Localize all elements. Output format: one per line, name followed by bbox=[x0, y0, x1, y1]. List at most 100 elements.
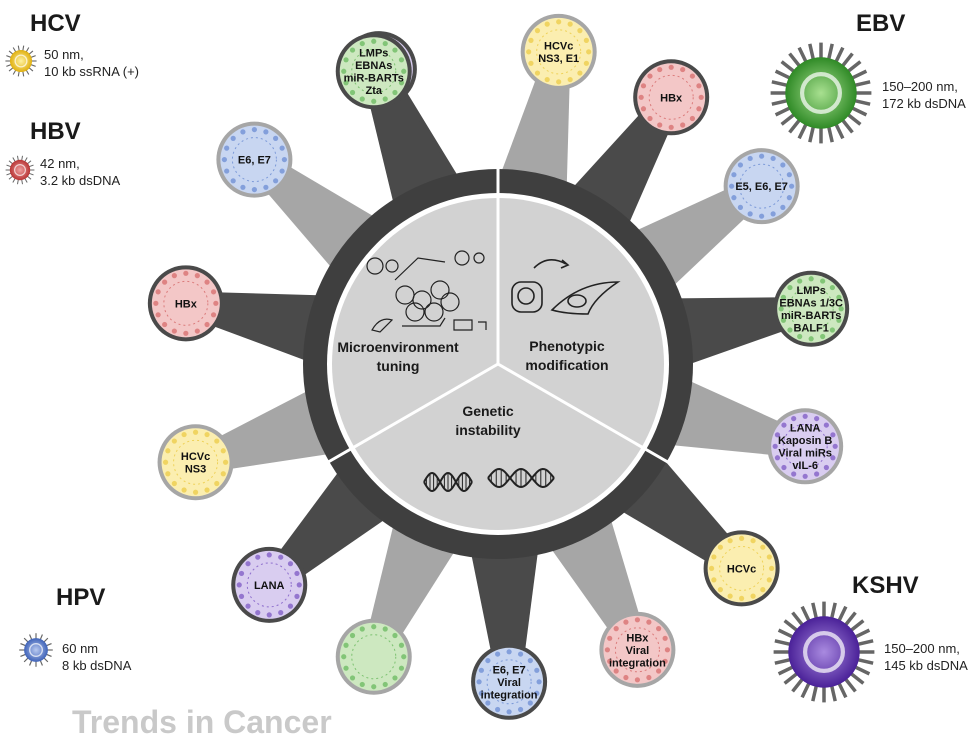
capsid-spike bbox=[401, 68, 407, 74]
capsid-spike bbox=[711, 577, 717, 583]
capsid-core bbox=[163, 280, 209, 326]
virion-spike bbox=[808, 125, 816, 143]
capsid-spike bbox=[162, 279, 168, 285]
bubble-virion bbox=[524, 17, 593, 86]
capsid-spike bbox=[760, 544, 766, 550]
capsid-spike bbox=[577, 70, 583, 76]
capsid-spike bbox=[349, 675, 356, 681]
capsid-spike bbox=[382, 681, 388, 688]
virion-spike bbox=[850, 69, 868, 80]
capsid-spike bbox=[567, 21, 573, 27]
virion-spike bbox=[783, 671, 799, 685]
capsid-spike bbox=[613, 626, 619, 632]
capsid-spike bbox=[689, 73, 696, 79]
virion-spike bbox=[780, 60, 796, 74]
virion-spike bbox=[800, 681, 811, 699]
bubble-virion bbox=[771, 412, 840, 481]
capsid-spike bbox=[162, 321, 168, 328]
capsid-spike bbox=[287, 603, 294, 609]
capsid-spike bbox=[165, 448, 171, 454]
virion-spike bbox=[39, 660, 43, 666]
virion-spike bbox=[6, 55, 12, 58]
capsid-spike bbox=[238, 593, 245, 599]
virion-spike bbox=[27, 175, 32, 180]
bubble-label: E6, E7 bbox=[238, 155, 271, 167]
virion-body bbox=[24, 638, 48, 662]
capsid-spike bbox=[657, 122, 663, 128]
virion-spike bbox=[25, 47, 30, 53]
capsid-spike bbox=[204, 487, 210, 493]
capsid-spike bbox=[281, 156, 287, 163]
capsid-spike bbox=[349, 89, 356, 96]
capsid-spike bbox=[230, 178, 236, 184]
capsid-spike bbox=[759, 213, 765, 219]
capsid-spike bbox=[780, 317, 787, 323]
capsid-spike bbox=[640, 83, 647, 89]
capsid-spike bbox=[544, 76, 550, 83]
hbv-size: 42 nm, bbox=[40, 156, 80, 171]
hpv-description: 60 nm 8 kb dsDNA bbox=[62, 640, 131, 674]
capsid-spike bbox=[392, 89, 398, 96]
capsid-spike bbox=[607, 635, 613, 641]
capsid-spike bbox=[294, 570, 300, 577]
virion-spike bbox=[17, 155, 19, 161]
capsid-spike bbox=[634, 677, 641, 683]
virion-spike bbox=[12, 178, 16, 183]
virus-bubble-ebv bbox=[335, 618, 412, 695]
virion-spike bbox=[811, 602, 819, 620]
capsid-spike bbox=[696, 106, 702, 112]
capsid-spike bbox=[341, 654, 347, 660]
capsid-spike bbox=[171, 438, 177, 444]
bubble-label: Viral miRs bbox=[778, 448, 832, 460]
virion-spike bbox=[853, 665, 871, 676]
capsid-spike bbox=[662, 635, 668, 641]
bubble-virion bbox=[339, 37, 408, 106]
virion-spike bbox=[46, 653, 52, 657]
capsid-spike bbox=[341, 68, 347, 74]
virion-spike bbox=[774, 657, 792, 665]
capsid-spike bbox=[349, 47, 356, 53]
virion-body bbox=[9, 159, 31, 181]
capsid-spike bbox=[613, 668, 619, 674]
capsid-spike bbox=[647, 73, 653, 79]
virion-spike bbox=[777, 628, 795, 639]
capsid-spike bbox=[251, 186, 257, 193]
capsid-spike bbox=[638, 94, 644, 100]
bubble-label: integration bbox=[609, 657, 666, 669]
virion-spike bbox=[837, 605, 848, 623]
capsid-spike bbox=[750, 538, 756, 544]
capsid-spike bbox=[517, 706, 524, 713]
virion-spike bbox=[797, 46, 808, 64]
virion-spike bbox=[826, 125, 834, 143]
virion-spike bbox=[856, 657, 874, 665]
bubble-label: HBx bbox=[660, 92, 683, 104]
capsid-spike bbox=[528, 37, 534, 43]
virion-spike bbox=[39, 634, 43, 640]
capsid-spike bbox=[343, 642, 349, 648]
virion-spike bbox=[849, 671, 865, 685]
capsid-spike bbox=[567, 76, 573, 83]
capsid-spike bbox=[739, 595, 745, 602]
capsid-spike bbox=[808, 276, 814, 282]
microenvironment-illustration bbox=[366, 250, 487, 333]
kshv-title: KSHV bbox=[852, 572, 919, 599]
virion-spike bbox=[17, 71, 20, 77]
capsid-spike bbox=[213, 300, 219, 306]
capsid-core bbox=[231, 137, 277, 183]
capsid-spike bbox=[204, 321, 210, 328]
hpv-genome: 8 kb dsDNA bbox=[62, 658, 132, 673]
capsid-spike bbox=[786, 172, 792, 178]
capsid-core bbox=[782, 423, 828, 469]
virion-spike bbox=[840, 118, 854, 134]
virion-spike bbox=[27, 160, 32, 165]
virus-bubble-hcv: HCVc bbox=[703, 530, 780, 607]
capsid-spike bbox=[343, 665, 349, 671]
capsid-spike bbox=[287, 561, 294, 567]
capsid-spike bbox=[709, 565, 715, 572]
bubble-virion bbox=[603, 615, 672, 684]
capsid-spike bbox=[392, 632, 398, 639]
hbv-title: HBV bbox=[30, 118, 81, 145]
capsid-spike bbox=[820, 278, 826, 284]
